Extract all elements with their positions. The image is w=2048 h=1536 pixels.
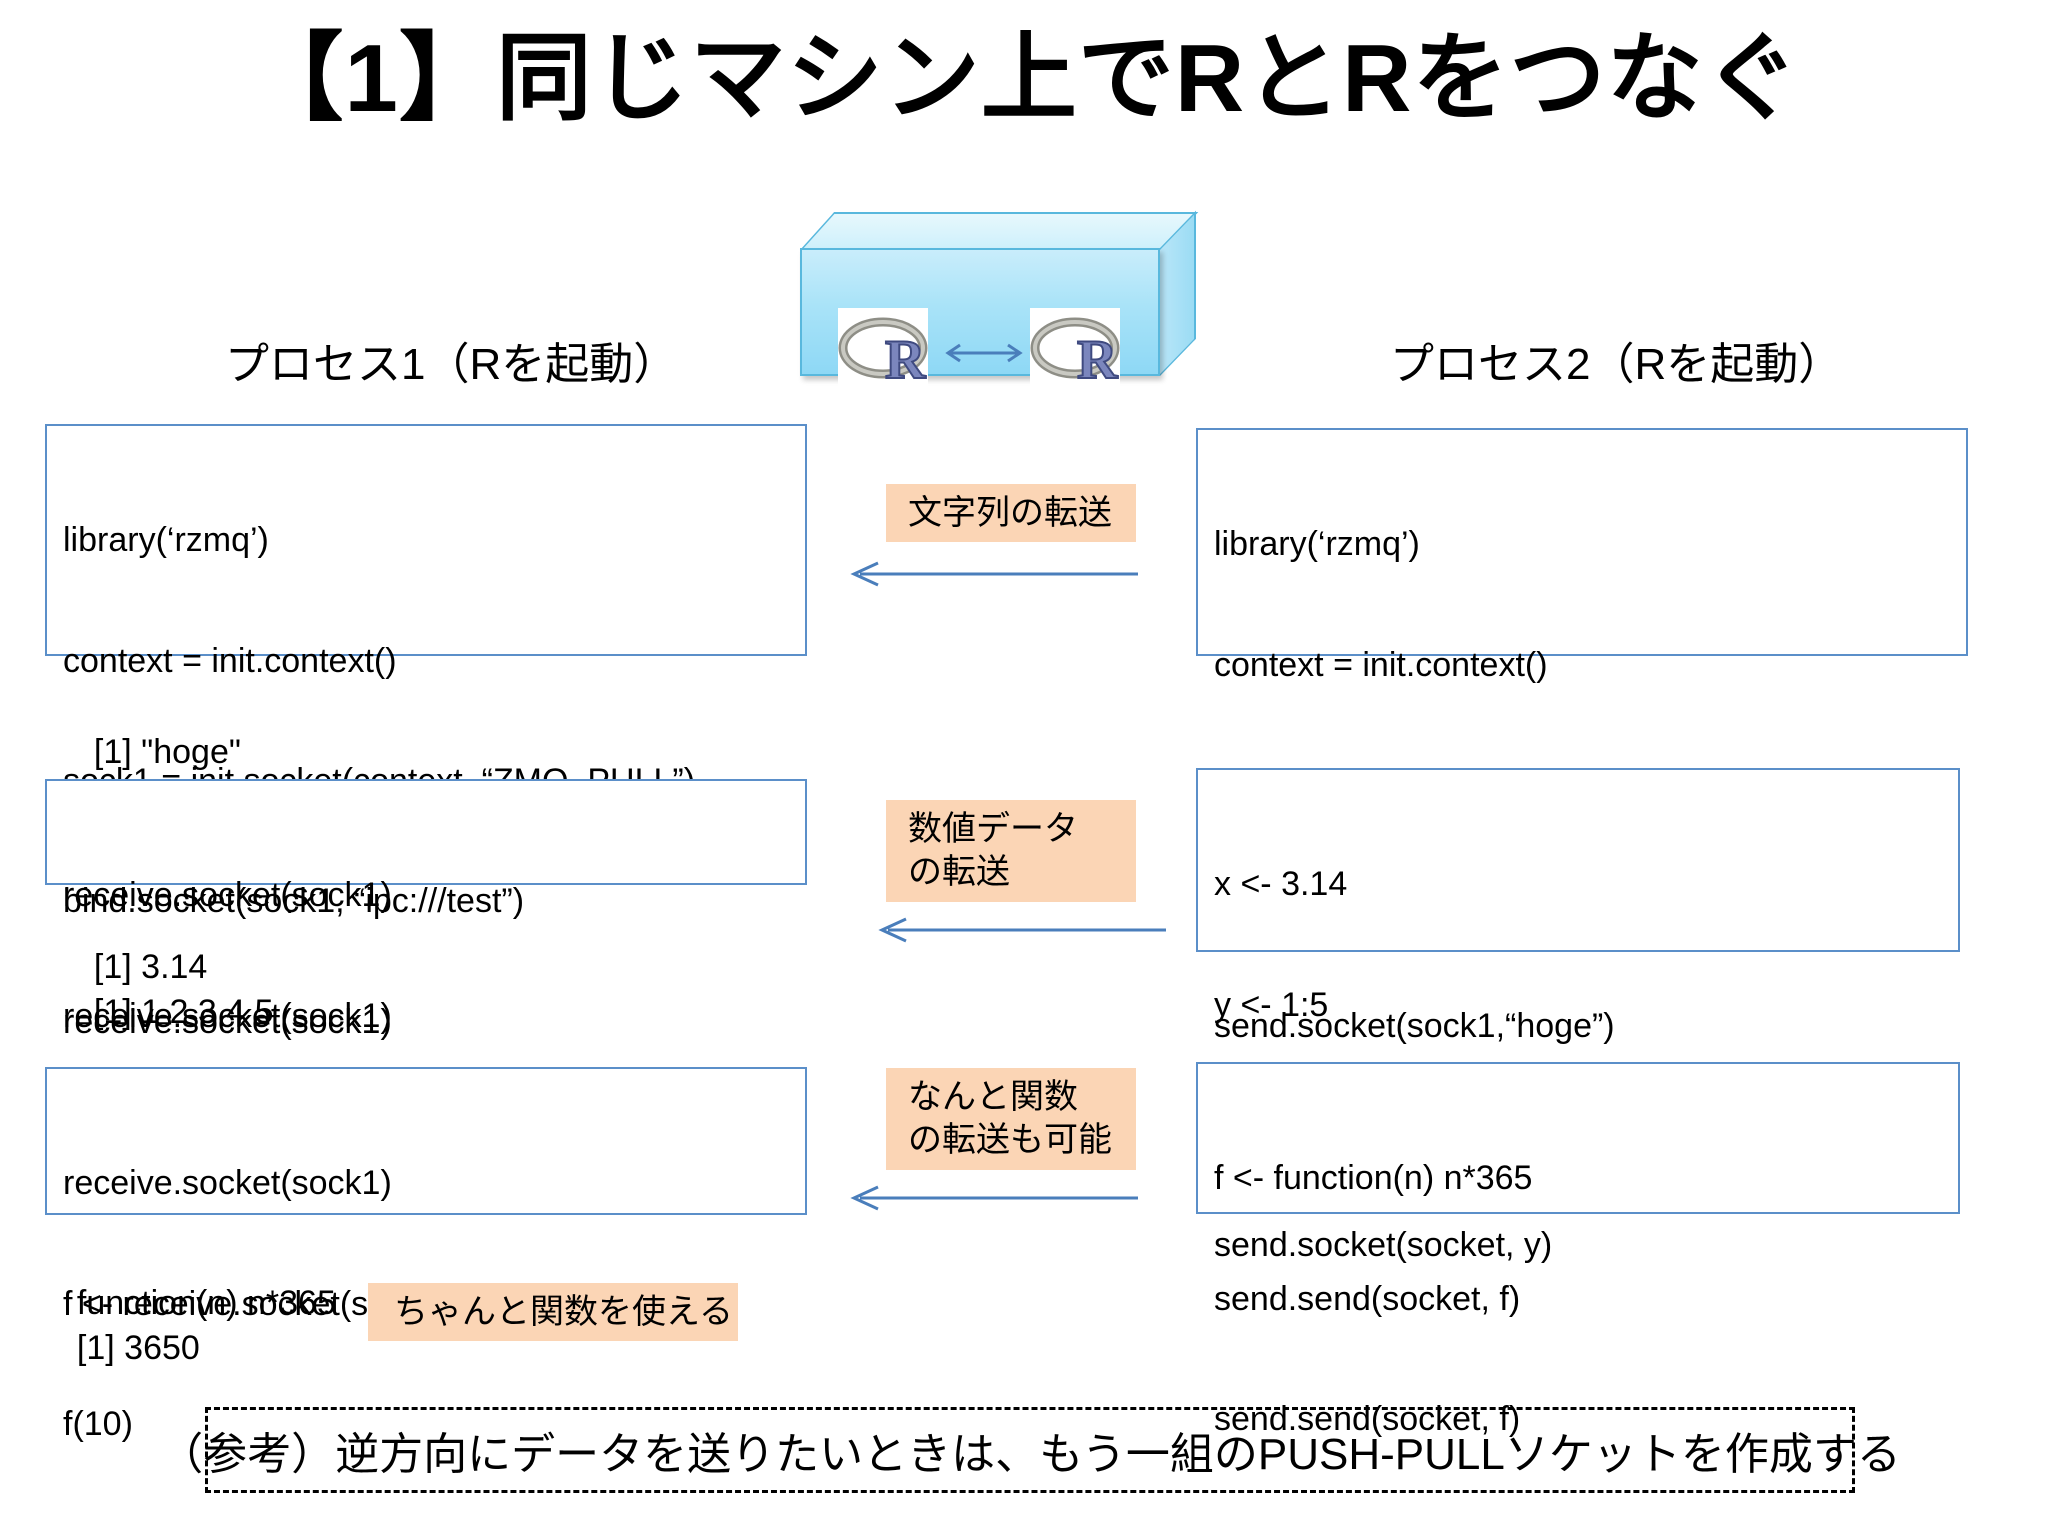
svg-text:R: R [885,329,926,391]
code-line: f(10) [63,1404,133,1443]
machine-box-top-face [800,212,1199,250]
svg-text:R: R [1077,329,1118,391]
output-line: [1] "hoge" [93,732,241,771]
code-line: receive.socket(sock1) [63,1002,392,1041]
process2-code-block-2: x <- 3.14 y <- 1:5 send.socket(socket, x… [1196,768,1960,1264]
code-line: receive.socket(sock1) [63,876,392,915]
double-arrow-icon [942,342,1026,364]
transfer-note-function: なんと関数 の転送も可能 [886,1068,1136,1170]
page-title: 【1】同じマシン上でRとRをつなぐ [247,25,1801,132]
output-line: [1] 1 2 3 4 5 [93,992,274,1031]
code-line: library(‘rzmq’) [1214,525,1420,564]
code-line: send.send(socket, f) [1214,1279,1521,1318]
process1-code-block-2: receive.socket(sock1) receive.socket(soc… [45,779,807,1035]
r-logo-left-icon: R [838,308,928,392]
process1-output-2: [1] 3.14 [1] 1 2 3 4 5 [75,900,274,1035]
output-line: [1] 3650 [76,1328,200,1367]
reference-footnote: （参考）逆方向にデータを送りたいときは、もう一組のPUSH-PULLソケットを作… [159,1407,1901,1493]
process2-caption: プロセス2（Rを起動） [1390,340,1843,389]
result-note-function-works: ちゃんと関数を使える [368,1283,738,1341]
process1-output-1: [1] "hoge" [75,685,241,775]
code-line: context = init.context() [63,641,397,680]
code-line: bind.socket(sock1, “ipc:///test”) [63,882,525,921]
process2-code-block-3: f <- function(n) n*365 send.send(socket,… [1196,1062,1960,1438]
code-line: receive.socket(sock1) [63,996,392,1035]
process1-code-block-1: library(‘rzmq’) context = init.context()… [45,424,807,1041]
r-logo-right-icon: R [1030,308,1120,392]
output-line: function(n) n*365 [76,1283,336,1322]
code-line: f <- function(n) n*365 [1214,1159,1533,1198]
machine-box-front-face: R R [800,248,1160,392]
process2-code-block-1: library(‘rzmq’) context = init.context()… [1196,428,1968,1045]
transfer-arrow-2-icon [878,917,1166,943]
process1-caption: プロセス1（Rを起動） [225,340,678,389]
process1-output-3: function(n) n*365 [1] 3650 [58,1236,336,1371]
transfer-note-numeric: 数値データ の転送 [886,800,1136,902]
transfer-note-string: 文字列の転送 [886,484,1136,542]
transfer-arrow-1-icon [850,561,1138,587]
output-line: [1] 3.14 [93,947,208,986]
code-line: send.socket(sock1,“hoge”) [1214,1006,1615,1045]
code-line: x <- 3.14 [1214,865,1348,904]
code-line: send.socket(socket, y) [1214,1226,1553,1265]
reference-footnote-text: （参考）逆方向にデータを送りたいときは、もう一組のPUSH-PULLソケットを作… [159,1430,1901,1479]
process1-code-block-3: receive.socket(sock1) f <- receive.socke… [45,1067,807,1443]
machine-illustration: R R [800,210,1200,392]
code-line: context = init.context() [1214,645,1548,684]
code-line: y <- 1:5 [1214,985,1329,1024]
transfer-arrow-3-icon [850,1185,1138,1211]
code-line: library(‘rzmq’) [63,521,269,560]
code-line: receive.socket(sock1) [63,1164,392,1203]
code-line: send.send(socket, f) [1214,1399,1521,1438]
